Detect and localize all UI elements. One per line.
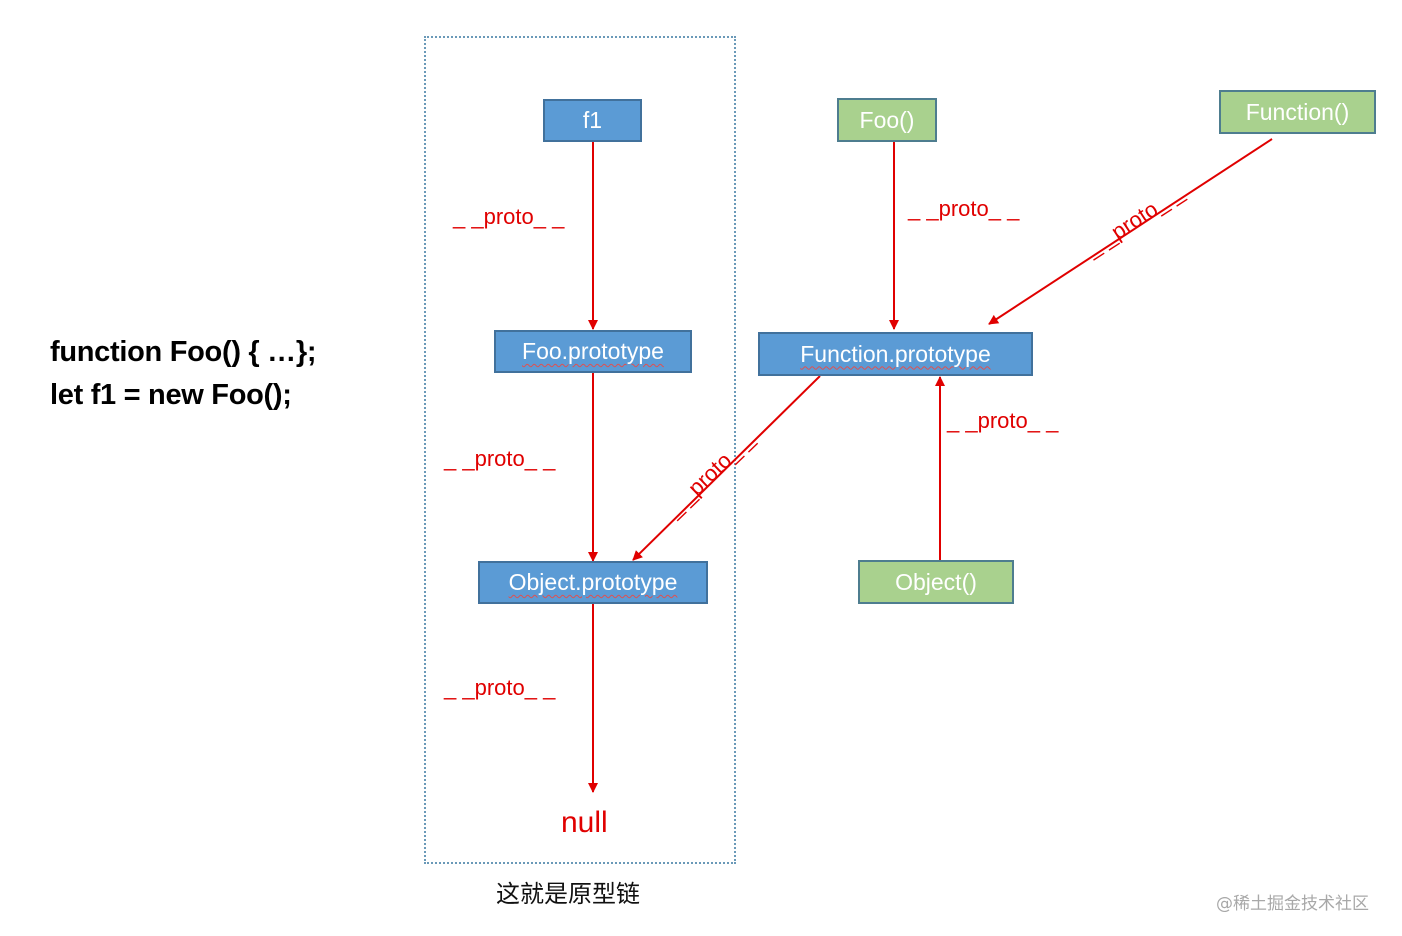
node-function-ctor: Function()	[1219, 90, 1376, 134]
node-foo-prototype: Foo.prototype	[494, 330, 692, 373]
prototype-chain-frame	[424, 36, 736, 864]
edge-label-f1: _ _proto_ _	[453, 204, 565, 229]
arrow-function-prototype-to-object-prototype	[632, 375, 821, 561]
diagram-caption: 这就是原型链	[496, 880, 640, 908]
arrow-function-ctor-to-function-prototype	[988, 138, 1273, 325]
node-function-prototype: Function.prototype	[758, 332, 1033, 376]
node-function-ctor-label: Function()	[1245, 98, 1350, 125]
node-foo-prototype-label: Foo.prototype	[522, 338, 664, 364]
node-object-prototype: Object.prototype	[478, 561, 708, 604]
node-null: null	[561, 806, 608, 839]
code-line-2: let f1 = new Foo();	[50, 379, 292, 411]
code-line-1: function Foo() { …};	[50, 336, 317, 368]
node-function-prototype-label: Function.prototype	[800, 340, 991, 367]
edge-label-object-prototype: _ _proto_ _	[444, 675, 556, 700]
node-foo-ctor: Foo()	[837, 98, 937, 142]
edge-label-object-ctor: _ _proto_ _	[947, 408, 1059, 433]
edge-label-foo-ctor: _ _proto_ _	[908, 196, 1020, 221]
node-f1-label: f1	[582, 107, 603, 133]
node-f1: f1	[543, 99, 642, 142]
node-object-ctor: Object()	[858, 560, 1014, 604]
node-foo-ctor-label: Foo()	[859, 106, 915, 133]
node-object-prototype-label: Object.prototype	[508, 569, 678, 595]
node-object-ctor-label: Object()	[895, 568, 977, 595]
edge-label-foo-prototype: _ _proto_ _	[444, 446, 556, 471]
watermark: @稀土掘金技术社区	[1216, 894, 1369, 914]
